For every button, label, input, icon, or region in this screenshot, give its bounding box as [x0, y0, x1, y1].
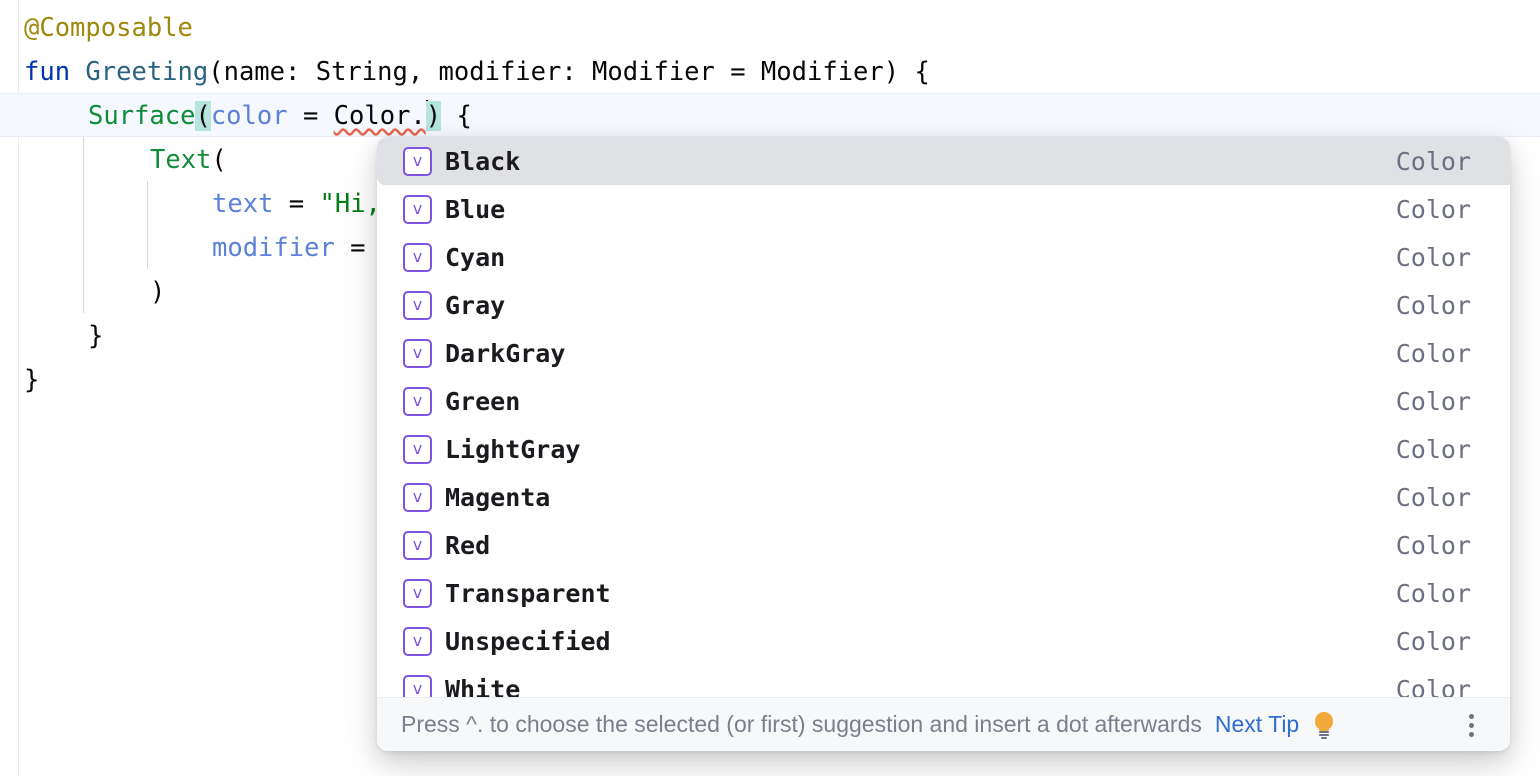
- completion-item[interactable]: v Transparent Color: [377, 569, 1510, 617]
- code-line-text-arg: text = "Hi,: [212, 182, 381, 226]
- code-line-surface-call: Surface(color = Color.) {: [88, 94, 472, 138]
- completion-item[interactable]: v Black Color: [377, 137, 1510, 185]
- kotlin-value-icon: v: [403, 482, 432, 512]
- kotlin-value-icon: v: [403, 194, 432, 224]
- completion-item-type: Color: [1395, 578, 1471, 608]
- receiver-expression-token: Color.: [333, 101, 426, 131]
- kotlin-value-icon: v: [403, 242, 432, 272]
- arg-modifier-token: modifier: [212, 233, 335, 263]
- code-line-close-call: ): [150, 270, 165, 314]
- completion-item[interactable]: v Cyan Color: [377, 233, 1510, 281]
- arg-text-equals: =: [273, 189, 320, 219]
- completion-item-type: Color: [1395, 482, 1471, 512]
- kebab-menu-icon[interactable]: [1460, 710, 1484, 740]
- code-line-close-brace-outer: }: [24, 358, 39, 402]
- completion-item-type: Color: [1395, 290, 1471, 320]
- completion-item-type: Color: [1395, 626, 1471, 656]
- completion-item-label: Transparent: [445, 578, 611, 608]
- completion-item-type: Color: [1395, 434, 1471, 464]
- function-name-token: Greeting: [85, 57, 209, 87]
- kotlin-value-icon: v: [403, 338, 432, 368]
- completion-item-label: Magenta: [445, 482, 551, 512]
- kotlin-value-icon: v: [403, 674, 432, 697]
- kotlin-value-icon: v: [403, 434, 432, 464]
- completion-item[interactable]: v Blue Color: [377, 185, 1510, 233]
- space: [70, 57, 85, 87]
- completion-item-type: Color: [1395, 338, 1471, 368]
- surface-call-token: Surface: [88, 101, 196, 131]
- hint-message: Press ^. to choose the selected (or firs…: [401, 711, 1202, 737]
- named-argument-color: color: [210, 101, 288, 131]
- completion-item[interactable]: v White Color: [377, 665, 1510, 697]
- kotlin-value-icon: v: [403, 626, 432, 656]
- completion-item-label: Blue: [445, 194, 506, 224]
- completion-item[interactable]: v Green Color: [377, 377, 1510, 425]
- arg-text-token: text: [212, 189, 274, 219]
- kotlin-value-icon: v: [403, 578, 432, 608]
- completion-item-type: Color: [1395, 386, 1471, 416]
- completion-item-label: White: [445, 674, 521, 698]
- kotlin-value-icon: v: [403, 290, 432, 320]
- completion-item[interactable]: v DarkGray Color: [377, 329, 1510, 377]
- text-call-paren: (: [211, 145, 227, 175]
- current-line-highlight: [0, 93, 1540, 137]
- code-line-close-brace-inner: }: [88, 314, 103, 358]
- annotation-token: @Composable: [24, 13, 193, 43]
- completion-item-type: Color: [1395, 674, 1471, 698]
- indent-guide: [83, 137, 84, 313]
- completion-item-label: Gray: [445, 290, 506, 320]
- completion-item[interactable]: v Red Color: [377, 521, 1510, 569]
- indent-guide: [147, 181, 148, 269]
- kotlin-value-icon: v: [403, 386, 432, 416]
- close-call-paren: ): [150, 277, 166, 307]
- code-line-annotation: @Composable: [24, 6, 193, 50]
- completion-hint-bar: Press ^. to choose the selected (or firs…: [377, 697, 1510, 751]
- completion-item-label: Unspecified: [445, 626, 611, 656]
- matched-close-paren: ): [425, 101, 442, 131]
- next-tip-link[interactable]: Next Tip: [1214, 711, 1300, 737]
- arg-modifier-equals: =: [334, 233, 381, 263]
- code-line-function-signature: fun Greeting(name: String, modifier: Mod…: [24, 50, 930, 94]
- completion-item[interactable]: v Magenta Color: [377, 473, 1510, 521]
- text-call-token: Text: [150, 145, 212, 175]
- code-line-text-call: Text(: [150, 138, 227, 182]
- kotlin-value-icon: v: [403, 530, 432, 560]
- kotlin-value-icon: v: [403, 146, 432, 176]
- completion-item[interactable]: v Unspecified Color: [377, 617, 1510, 665]
- completion-item-type: Color: [1395, 242, 1471, 272]
- code-line-modifier-arg: modifier =: [212, 226, 381, 270]
- open-brace-token: {: [441, 101, 472, 131]
- completion-item-type: Color: [1395, 146, 1471, 176]
- completion-item-label: DarkGray: [445, 338, 566, 368]
- lightbulb-icon: [1311, 711, 1337, 739]
- close-brace-inner-token: }: [88, 321, 104, 351]
- completion-item-label: Cyan: [445, 242, 506, 272]
- equals-token: =: [287, 101, 334, 131]
- completion-item-label: Black: [445, 146, 521, 176]
- completion-item[interactable]: v Gray Color: [377, 281, 1510, 329]
- completion-item-type: Color: [1395, 194, 1471, 224]
- completion-item[interactable]: v LightGray Color: [377, 425, 1510, 473]
- function-signature-token: (name: String, modifier: Modifier = Modi…: [208, 57, 930, 87]
- completion-item-label: Red: [445, 530, 491, 560]
- completion-item-label: LightGray: [445, 434, 581, 464]
- close-brace-outer-token: }: [24, 365, 40, 395]
- completion-item-type: Color: [1395, 530, 1471, 560]
- matched-open-paren: (: [195, 101, 211, 131]
- string-literal-token: "Hi,: [319, 189, 381, 219]
- keyword-fun-token: fun: [24, 57, 71, 87]
- gutter-divider: [18, 0, 19, 776]
- completion-item-label: Green: [445, 386, 521, 416]
